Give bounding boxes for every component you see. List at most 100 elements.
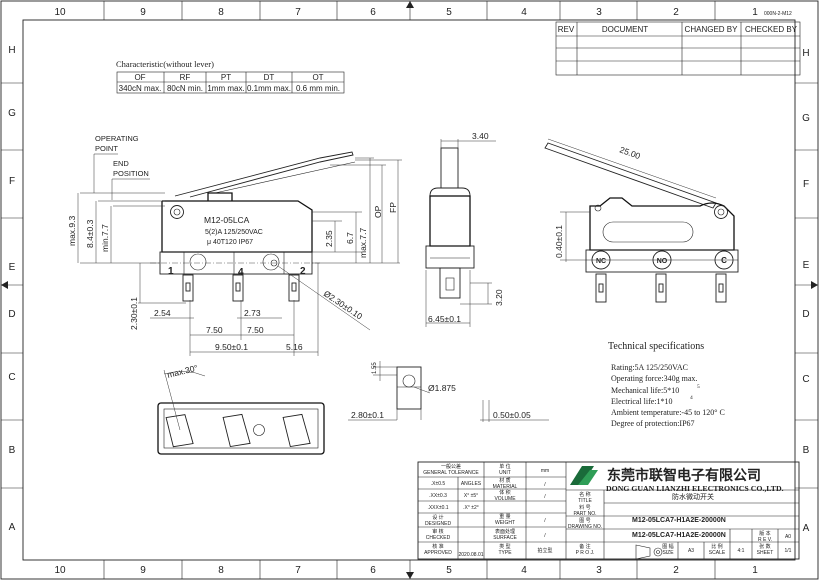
zone-left-F: F <box>9 176 15 187</box>
weight-en: WEIGHT <box>495 520 515 526</box>
char-value-dt: 0.1mm max. <box>247 84 291 93</box>
tol-label-cn: 一般公差 <box>441 463 461 470</box>
partno-en: PART NO. <box>573 511 596 517</box>
tech-spec-mech-exp: 5 <box>697 384 700 390</box>
zone-top-6: 6 <box>370 7 376 18</box>
tol-row-3-a: .XXX±0.1 <box>427 505 448 511</box>
product-name-cn: 防水微动开关 <box>672 492 714 501</box>
char-header-rf: RF <box>180 73 191 82</box>
partno-cn: 料 号 <box>579 504 590 511</box>
size-cn: 图 幅 <box>662 543 673 550</box>
zone-top-5: 5 <box>446 7 452 18</box>
unit-cn: 单 位 <box>499 463 510 470</box>
unit-en: UNIT <box>499 470 511 476</box>
tech-spec-title: Technical specifications <box>608 341 704 352</box>
weight-cn: 重 量 <box>499 513 510 520</box>
dim-0-50: 0.50±0.05 <box>493 410 531 420</box>
dim-3-40: 3.40 <box>472 131 489 141</box>
operating-point-label-1: OPERATING <box>95 134 139 143</box>
material-cn: 材 质 <box>499 477 510 484</box>
dim-2-30: 2.30±0.1 <box>129 297 139 330</box>
dim-7-50-b: 7.50 <box>247 325 264 335</box>
zone-right-A: A <box>803 523 810 534</box>
dim-2-73: 2.73 <box>244 308 261 318</box>
zone-bottom-5: 5 <box>446 565 452 576</box>
dim-0-40: 0.40±0.1 <box>554 225 564 258</box>
volume-cn: 体 积 <box>499 489 510 496</box>
tech-spec-temperature: Ambient temperature:-45 to 120° C <box>611 408 725 417</box>
char-header-ot: OT <box>312 73 323 82</box>
tol-row-2-a: .XX±0.3 <box>429 493 447 499</box>
zone-right-F: F <box>803 179 809 190</box>
dim-6-45: 6.45±0.1 <box>428 314 461 324</box>
end-position-label-1: END <box>113 159 129 168</box>
char-header-pt: PT <box>221 73 231 82</box>
zone-bottom-9: 9 <box>140 565 146 576</box>
dim-max-30: max.30° <box>166 363 199 380</box>
material-value: / <box>544 482 546 488</box>
type-cn: 类 型 <box>499 543 510 550</box>
zone-left-E: E <box>9 262 16 273</box>
rev-en: R E V. <box>758 537 772 543</box>
rev-cn: 版 本 <box>759 530 770 537</box>
tech-spec-rating: Rating:5A 125/250VAC <box>611 363 688 372</box>
title-en: TITLE <box>578 498 592 504</box>
tol-row-3-b: .X° ±2° <box>463 505 479 511</box>
front-rating-label: 5(2)A 125/250VAC <box>205 229 263 236</box>
unit-value: mm <box>541 468 549 474</box>
material-en: MATERIAL <box>493 484 518 490</box>
revision-table: REV DOCUMENT CHANGED BY CHECKED BY <box>555 21 801 76</box>
char-value-of: 340cN max. <box>119 84 162 93</box>
side-view: 3.40 6.45±0.1 3.20 <box>425 131 504 327</box>
scale-value: 4:1 <box>738 548 745 554</box>
type-en: TYPE <box>498 550 512 556</box>
char-value-ot: 0.6 mm min. <box>296 84 340 93</box>
dim-6-7: 6.7 <box>345 232 355 244</box>
zone-right-G: G <box>802 113 810 124</box>
sheet-value: 1/1 <box>785 548 792 554</box>
scale-en: SCALE <box>709 550 726 556</box>
tol-row-1-b: ANGLES <box>461 481 482 487</box>
dim-2-54: 2.54 <box>154 308 171 318</box>
pin-detail: 1.55 Ø1.875 2.80±0.1 0.50±0.05 <box>348 361 549 422</box>
tech-spec-elec-exp: 4 <box>690 395 693 401</box>
approved-cn: 核 准 <box>432 543 443 550</box>
surface-cn: 表面处理 <box>495 528 515 535</box>
zone-bottom-8: 8 <box>218 565 224 576</box>
company-logo <box>570 466 598 485</box>
dim-1-875: Ø1.875 <box>428 383 456 393</box>
drawing-code: 000N-2-M12 <box>764 11 792 17</box>
zone-bottom-10: 10 <box>54 565 66 576</box>
zone-labels-top: 10 9 8 7 6 5 4 3 2 1 <box>54 7 758 18</box>
zone-top-7: 7 <box>295 7 301 18</box>
zone-left-H: H <box>8 45 15 56</box>
rev-header-changed-by: CHANGED BY <box>685 25 739 34</box>
projection-symbol-icon <box>635 544 663 560</box>
zone-left-B: B <box>9 445 16 456</box>
terminal-4-label: 4 <box>238 267 244 278</box>
zone-bottom-6: 6 <box>370 565 376 576</box>
zone-right-B: B <box>803 445 810 456</box>
zone-top-8: 8 <box>218 7 224 18</box>
zone-left-C: C <box>8 372 15 383</box>
approved-en: APPROVED <box>424 550 452 556</box>
drawno-cn: 图 号 <box>579 518 590 524</box>
char-value-pt: 1mm max. <box>207 84 244 93</box>
c-terminal-label: C <box>721 256 727 265</box>
zone-bottom-7: 7 <box>295 565 301 576</box>
rev-header-rev: REV <box>558 25 575 34</box>
size-en: SIZE <box>662 550 674 556</box>
scale-cn: 比 例 <box>711 543 722 550</box>
char-header-dt: DT <box>264 73 275 82</box>
zone-bottom-3: 3 <box>596 565 602 576</box>
dim-7-50-a: 7.50 <box>206 325 223 335</box>
sheet-cn: 张 数 <box>759 543 770 550</box>
zone-right-D: D <box>802 309 809 320</box>
dim-hole-2-30: Ø2.30±0.10 <box>322 288 365 321</box>
dim-max-9-3: max.9.3 <box>67 215 77 246</box>
front-view: M12-05LCA 5(2)A 125/250VAC μ 40T120 IP67… <box>150 151 356 302</box>
type-value: 拍立型 <box>537 547 552 554</box>
tol-row-2-b: X° ±5° <box>464 493 478 499</box>
tol-label-en: GENERAL TOLERANCE <box>423 470 479 476</box>
zone-labels-left: H G F E D C B A <box>8 45 16 533</box>
